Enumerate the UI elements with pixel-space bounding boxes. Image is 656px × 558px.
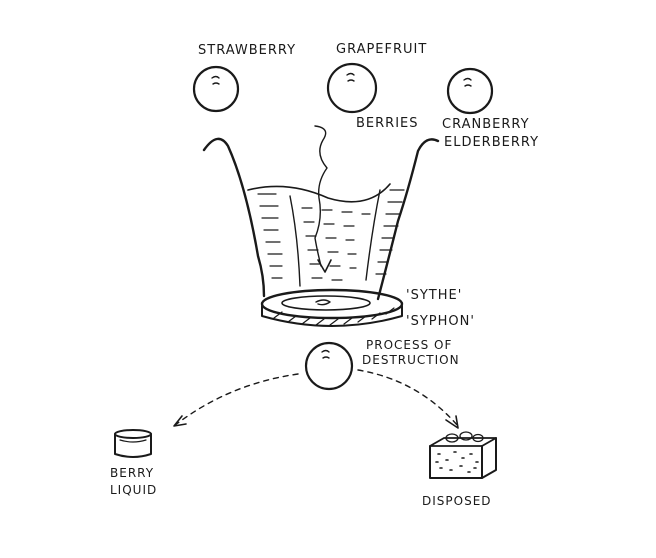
label-process-line2: DESTRUCTION xyxy=(362,353,460,367)
label-cranberry: CRANBERRY xyxy=(442,117,530,132)
fruit-grapefruit xyxy=(326,62,378,114)
blade-disc xyxy=(260,288,404,327)
label-sythe: 'SYTHE' xyxy=(406,288,462,303)
label-berry-line2: LIQUID xyxy=(110,483,157,497)
fruit-strawberry xyxy=(192,65,240,113)
hopper-funnel xyxy=(202,137,440,301)
label-syphon: 'SYPHON' xyxy=(406,314,475,329)
label-berries: BERRIES xyxy=(356,116,419,131)
processed-fruit xyxy=(304,341,354,391)
label-process-line1: PROCESS OF xyxy=(366,338,452,352)
label-strawberry: STRAWBERRY xyxy=(198,43,296,58)
arrow-to-liquid xyxy=(173,373,299,427)
label-disposed: DISPOSED xyxy=(422,494,492,508)
fruit-cranberry xyxy=(446,67,494,115)
disposed-bin xyxy=(429,431,497,479)
label-berry-line1: BERRY xyxy=(110,466,154,480)
label-elderberry: ELDERBERRY xyxy=(444,135,539,150)
arrow-to-disposed xyxy=(357,369,459,429)
label-grapefruit: GRAPEFRUIT xyxy=(336,42,427,57)
berry-liquid-container xyxy=(114,429,152,458)
